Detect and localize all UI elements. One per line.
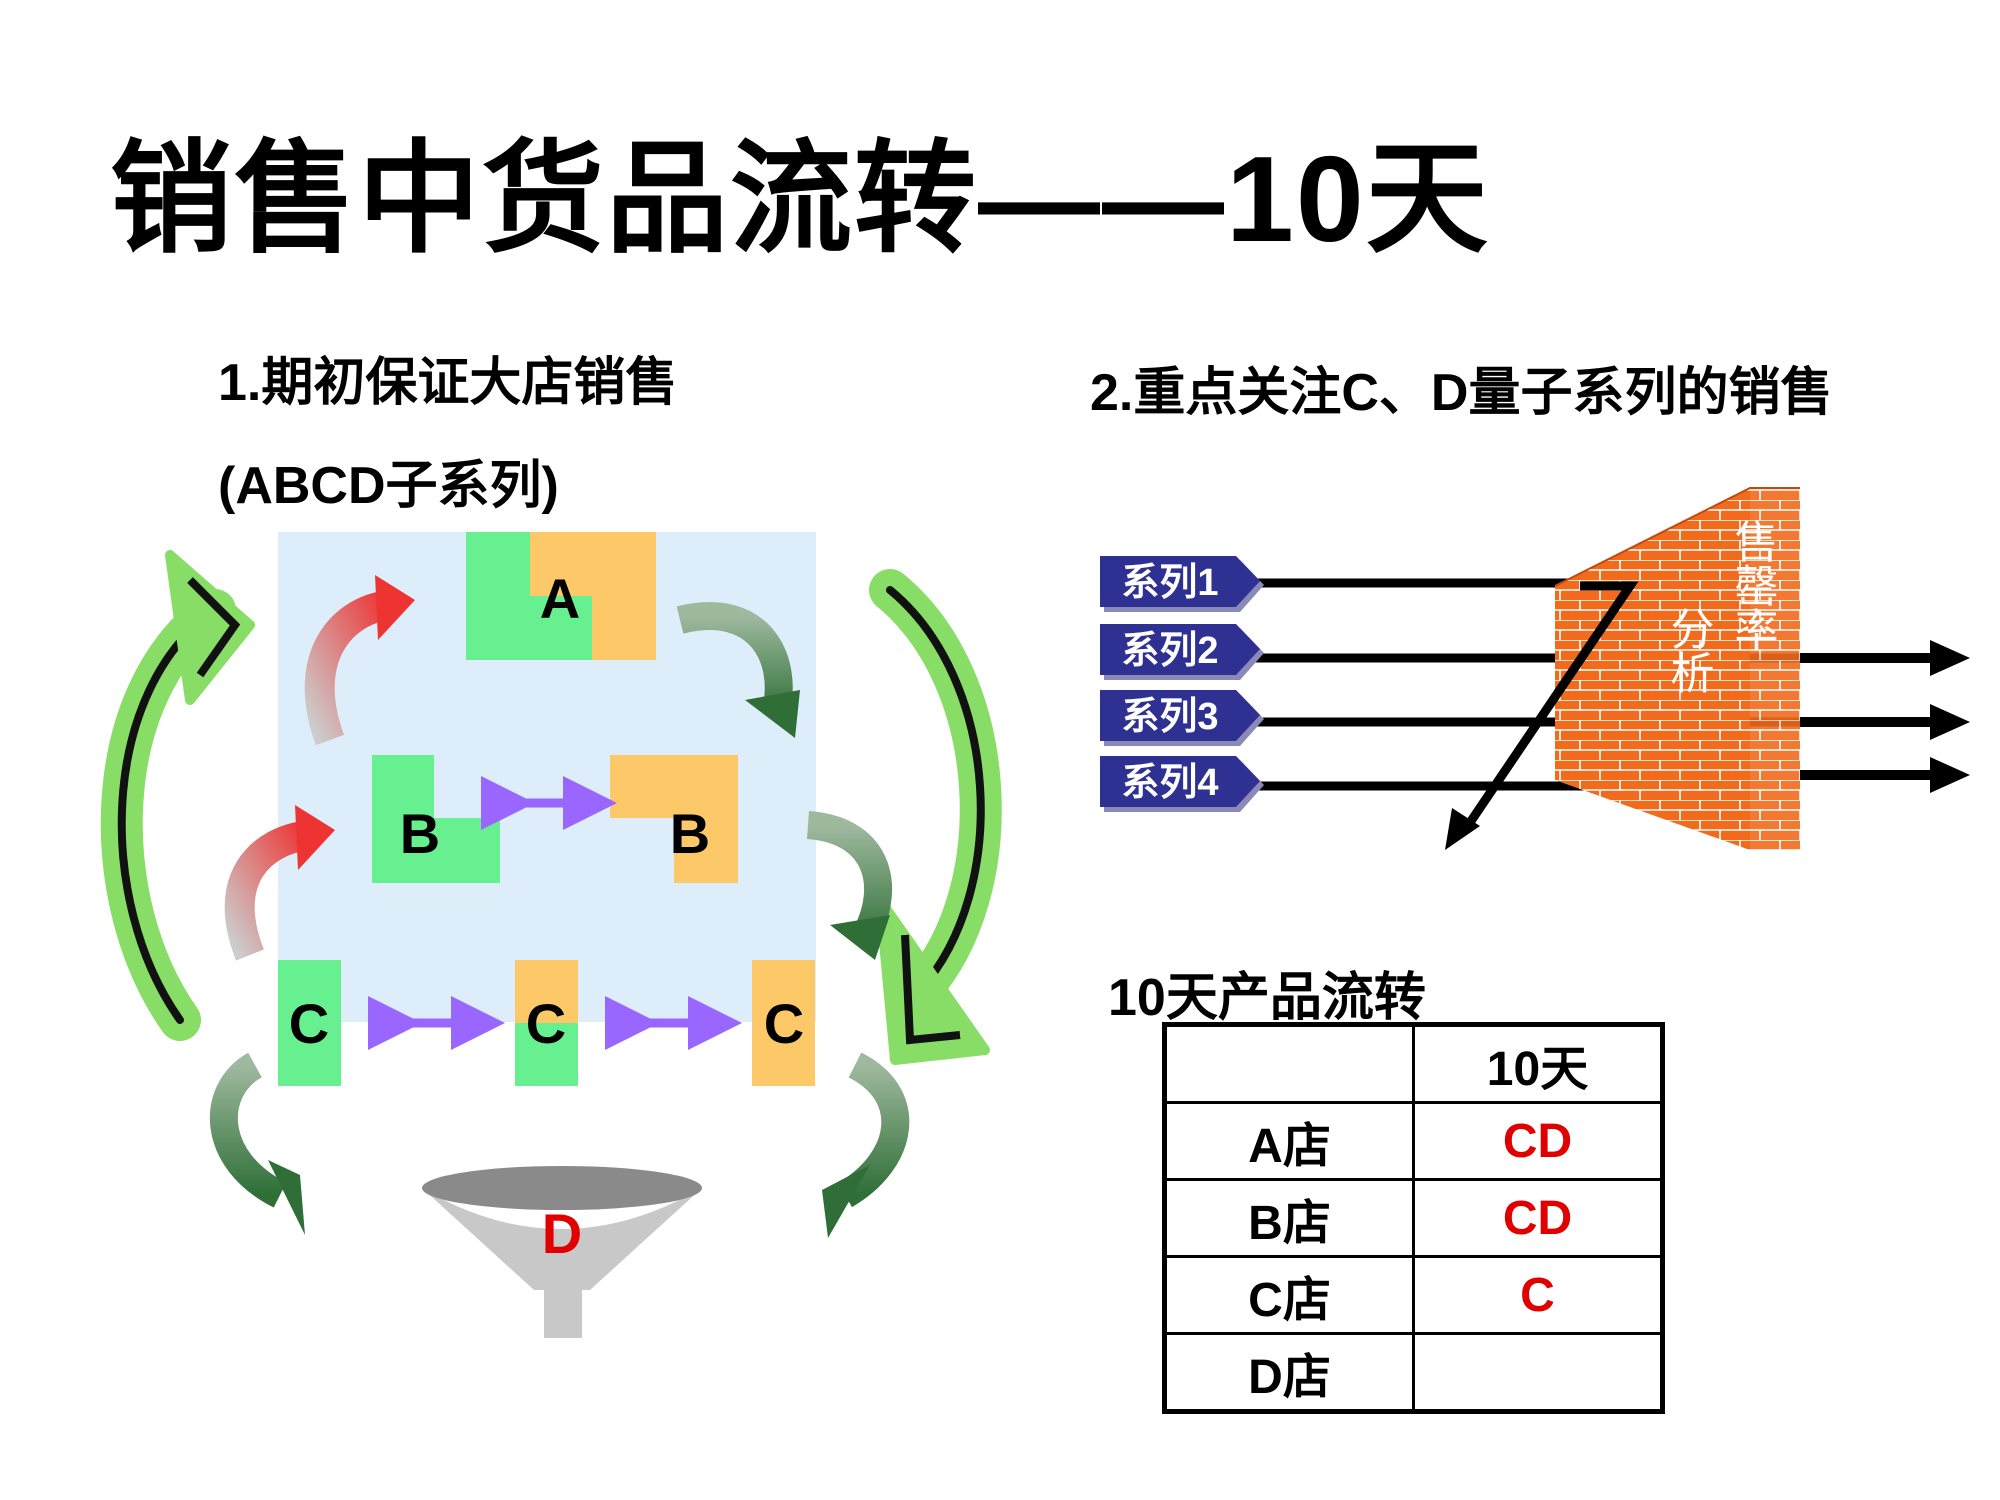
right-cycle-arrow (869, 569, 1002, 1065)
store-a-label: A (540, 567, 580, 630)
store-c-right-label: C (764, 992, 804, 1055)
store-b-right-label: B (670, 802, 710, 865)
store-d-label: D (542, 1202, 582, 1265)
table-header-cell: 10天 (1412, 1023, 1664, 1104)
store-b-right-block (610, 755, 738, 883)
section3-heading: 10天产品流转 (1108, 969, 1426, 1027)
table-value-cell (1412, 1332, 1664, 1413)
table-row: B店 CD (1163, 1178, 1664, 1258)
table-header-row: 10天 (1163, 1023, 1664, 1104)
store-b-left-block (372, 755, 500, 883)
store-c-left-block (278, 960, 341, 1086)
table-store-cell: A店 (1163, 1101, 1415, 1181)
table-value-cell: C (1412, 1255, 1664, 1335)
green-arrow-a-to-b (676, 602, 800, 738)
section1-subheading: (ABCD子系列) (218, 457, 559, 515)
table-value-cell: CD (1412, 1178, 1664, 1258)
green-arrow-c-right-to-d (822, 1052, 910, 1238)
green-arrow-b-to-c (806, 811, 893, 960)
red-arrow-to-b (224, 805, 335, 961)
section2-heading: 2.重点关注C、D量子系列的销售 (1090, 364, 1833, 422)
table-store-cell: D店 (1163, 1332, 1415, 1413)
flow-table: 10天 A店 CD B店 CD C店 C D店 (1162, 1022, 1665, 1414)
red-arrow-to-a (304, 575, 415, 746)
store-b-left-label: B (400, 802, 440, 865)
store-c-mid-block (515, 960, 578, 1086)
table-store-cell: B店 (1163, 1178, 1415, 1258)
table-row: D店 (1163, 1332, 1664, 1413)
funnel-d (422, 1166, 702, 1338)
store-c-left-label: C (289, 992, 329, 1055)
left-cycle-arrow (100, 550, 255, 1041)
store-c-mid-label: C (526, 992, 566, 1055)
table-store-cell: C店 (1163, 1255, 1415, 1335)
table-value-cell: CD (1412, 1101, 1664, 1181)
table-row: C店 C (1163, 1255, 1664, 1335)
store-c-right-block (752, 960, 815, 1086)
section1-heading: 1.期初保证大店销售 (218, 354, 678, 412)
store-a-block (466, 532, 656, 660)
table-row: A店 CD (1163, 1101, 1664, 1181)
green-arrow-c-left-to-d (209, 1052, 305, 1235)
page-title: 销售中货品流转——10天 (110, 131, 1490, 267)
table-header-cell (1163, 1023, 1415, 1104)
